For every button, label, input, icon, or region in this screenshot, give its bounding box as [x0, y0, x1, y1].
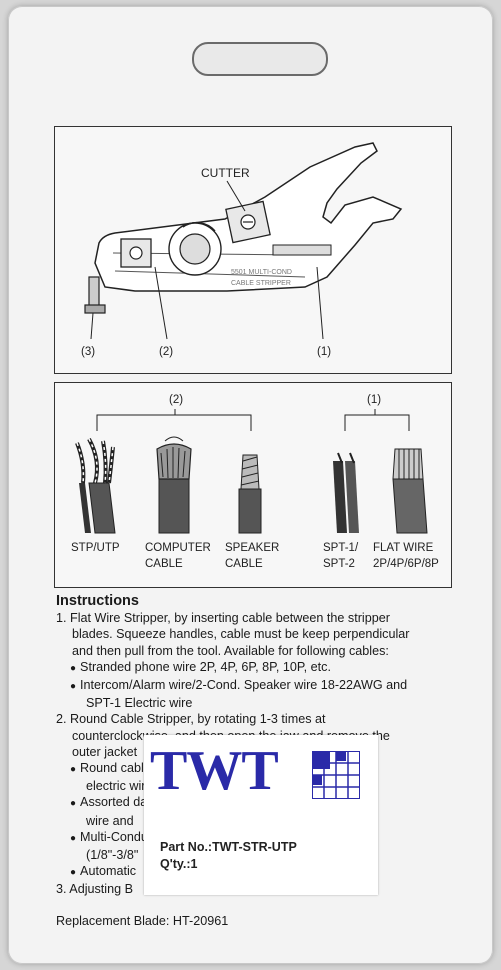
step-1-line: and then pull from the tool. Available f…: [72, 643, 389, 658]
step-2-bullet-cont: (1/8"-3/8": [86, 848, 139, 863]
computer-cable: [156, 436, 192, 534]
cable-illustration: (2) (1): [71, 394, 439, 570]
group-1-bracket: [344, 409, 410, 431]
callout-3: (3): [81, 346, 95, 358]
step-1-bullet-cont: SPT-1 Electric wire: [86, 696, 193, 711]
group-2-label: (2): [169, 394, 183, 406]
step-2-bullet: Automatic: [56, 863, 476, 881]
cable-label-2b: CABLE: [145, 558, 183, 570]
step-2-line: outer jacket: [72, 744, 138, 759]
blade-screw: [129, 246, 143, 260]
cable-label-1: STP/UTP: [71, 542, 120, 554]
cutter-leader: [226, 180, 246, 212]
hang-hole: [192, 42, 328, 76]
leader-2: [154, 266, 168, 340]
cable-label-3b: CABLE: [225, 558, 263, 570]
replacement-blade: Replacement Blade: HT-20961: [56, 914, 229, 928]
step-1-line: 1. Flat Wire Stripper, by inserting cabl…: [56, 611, 390, 626]
cable-types-panel: (2) (1): [54, 382, 452, 588]
tool-text-2: CABLE STRIPPER: [231, 280, 291, 287]
step-1-bullet: Stranded phone wire 2P, 4P, 6P, 8P, 10P,…: [56, 659, 476, 677]
step-2-bullet-cont: electric wire: [86, 779, 153, 794]
leader-3: [90, 312, 94, 340]
rotate-arrow: [182, 221, 216, 232]
quantity: Q'ty.:1: [160, 857, 198, 871]
bullet-text: Automatic: [80, 864, 137, 879]
cutter-label: CUTTER: [201, 166, 250, 180]
callout-1: (1): [317, 346, 331, 358]
step-2-bullet-cont: wire and: [86, 813, 134, 828]
cable-label-5b: 2P/4P/6P/8P: [373, 558, 439, 570]
spt-cable: [333, 452, 359, 533]
stp-utp-cable: [75, 438, 116, 534]
flat-wire: [392, 448, 428, 534]
adjust-screw: [88, 276, 100, 308]
cable-label-4: SPT-1/: [323, 542, 359, 554]
speaker-cable: [238, 454, 262, 534]
rotary-hub: [179, 233, 211, 265]
bullet-text: Stranded phone wire 2P, 4P, 6P, 8P, 10P,…: [80, 659, 331, 674]
handle-line: [114, 270, 306, 278]
step-2-line: 2. Round Cable Stripper, by rotating 1-3…: [56, 712, 326, 727]
step-1-line: blades. Squeeze handles, cable must be k…: [72, 627, 410, 642]
tool-illustration: 5501 MULTI-COND CABLE STRIPPER CUTTER (3…: [81, 142, 403, 358]
part-info: Part No.:TWT-STR-UTP Q'ty.:1: [160, 839, 297, 873]
flat-jaw: [272, 244, 332, 256]
twt-logo: TWT: [150, 740, 279, 802]
grid-logo-icon: [312, 751, 360, 799]
bullet-text: Intercom/Alarm wire/2-Cond. Speaker wire…: [80, 678, 408, 693]
tool-diagram-panel: 5501 MULTI-COND CABLE STRIPPER CUTTER (3…: [54, 126, 452, 374]
callout-2: (2): [159, 346, 173, 358]
cable-label-5: FLAT WIRE: [373, 542, 434, 554]
part-number: Part No.:TWT-STR-UTP: [160, 840, 297, 854]
group-2-bracket: [96, 409, 252, 431]
cable-label-4b: SPT-2: [323, 558, 355, 570]
cable-label-2: COMPUTER: [145, 542, 211, 554]
step-3-line: 3. Adjusting B: [56, 882, 134, 897]
product-sticker: TWT Part No.:TWT-STR-UTP Q'ty.:1: [144, 735, 378, 895]
step-1-bullet: Intercom/Alarm wire/2-Cond. Speaker wire…: [56, 677, 476, 695]
tool-text-1: 5501 MULTI-COND: [231, 269, 292, 276]
instructions-heading: Instructions: [56, 593, 139, 609]
leader-1: [316, 266, 324, 340]
cable-label-3: SPEAKER: [225, 542, 279, 554]
adjust-knob: [84, 304, 106, 314]
group-1-label: (1): [367, 394, 381, 406]
